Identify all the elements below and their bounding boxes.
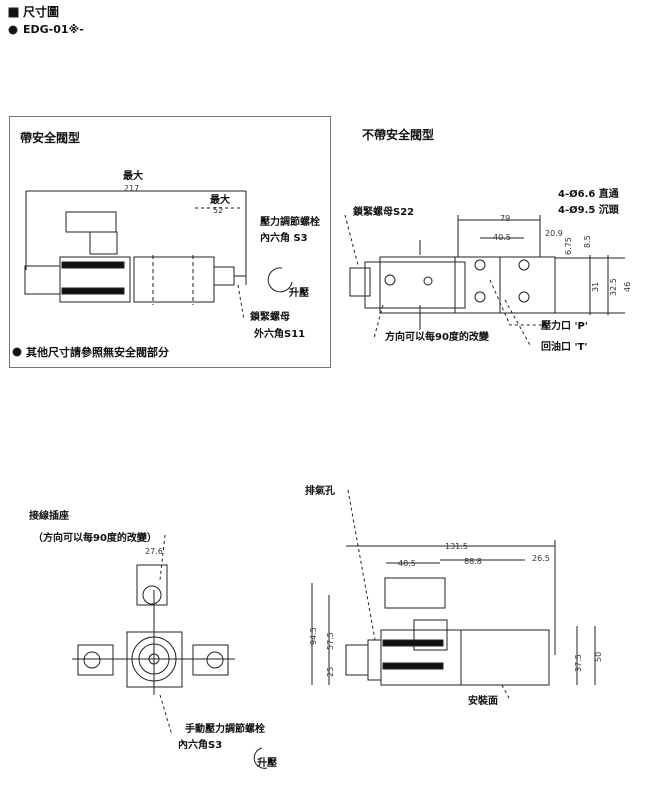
dim-6-75: 6.75 (564, 237, 573, 255)
dim-26-5: 26.5 (532, 554, 550, 563)
dim-88-8: 88.8 (464, 557, 482, 566)
dim-79: 79 (500, 214, 511, 223)
p-port-label: 壓力口 'P' (541, 321, 588, 332)
dim-37-5: 37.5 (574, 654, 583, 672)
dim-40-5: 40.5 (493, 233, 511, 242)
dim-94-5: 94.5 (309, 627, 318, 645)
valve-top-view (344, 214, 625, 346)
dim-217: 217 (124, 184, 140, 193)
square-bullet-icon (8, 7, 19, 18)
hole-through-label: 4-Ø6.6 直通 (558, 189, 619, 200)
dim-20-9: 20.9 (545, 229, 563, 238)
connector-rotate-note: （方向可以每90度的改變） (33, 533, 157, 544)
relief-valve-side-view (24, 190, 293, 321)
relief-type-title: 帶安全閥型 (20, 131, 81, 145)
connector-front-view (72, 534, 268, 769)
mounting-face-label: 安裝面 (468, 696, 498, 707)
no-relief-type-title: 不帶安全閥型 (362, 128, 435, 142)
model-number: EDG-01※- (23, 23, 84, 36)
note-text: 其他尺寸請參照無安全閥部分 (26, 346, 169, 359)
dim-52: 52 (213, 206, 224, 215)
circle-bullet-icon (8, 25, 18, 35)
circle-bullet-icon (12, 347, 22, 357)
dim-46: 46 (623, 281, 632, 292)
lock-hex-label: 外六角S11 (254, 329, 306, 340)
max-label: 最大 (123, 171, 143, 182)
t-port-label: 回油口 'T' (541, 342, 588, 353)
dim-32-5: 32.5 (609, 278, 618, 296)
hex-label: 內六角S3 (178, 740, 223, 751)
dim-50: 50 (594, 651, 603, 662)
connector-title: 接線插座 (29, 511, 69, 522)
lock-nut-label: 鎖緊螺母 (250, 312, 290, 323)
dim-27-6: 27.6 (145, 547, 163, 556)
dim-48-5: 48.5 (398, 559, 416, 568)
dim-131-5: 131.5 (445, 542, 468, 551)
manual-bolt-label: 手動壓力調節螺栓 (185, 724, 265, 735)
dim-25: 25 (326, 666, 335, 677)
raise-pressure-label: 升壓 (257, 758, 277, 769)
max-label: 最大 (210, 195, 230, 206)
valve-side-view (311, 489, 596, 701)
hex-label: 內六角 S3 (260, 233, 308, 244)
vent-label: 排氣孔 (305, 486, 335, 497)
rotate-note: 方向可以每90度的改變 (385, 332, 489, 343)
raise-pressure-label: 升壓 (289, 288, 309, 299)
relief-valve-panel (9, 116, 331, 368)
dim-57-5: 57.5 (326, 632, 335, 650)
lock-nut-label: 鎖緊螺母S22 (353, 207, 415, 218)
dim-8-5: 8.5 (583, 235, 592, 248)
dim-31: 31 (591, 281, 600, 292)
adjust-bolt-label: 壓力調節螺栓 (260, 217, 320, 228)
page-title: 尺寸圖 (23, 5, 60, 19)
hole-counterbore-label: 4-Ø9.5 沉頭 (558, 205, 619, 216)
